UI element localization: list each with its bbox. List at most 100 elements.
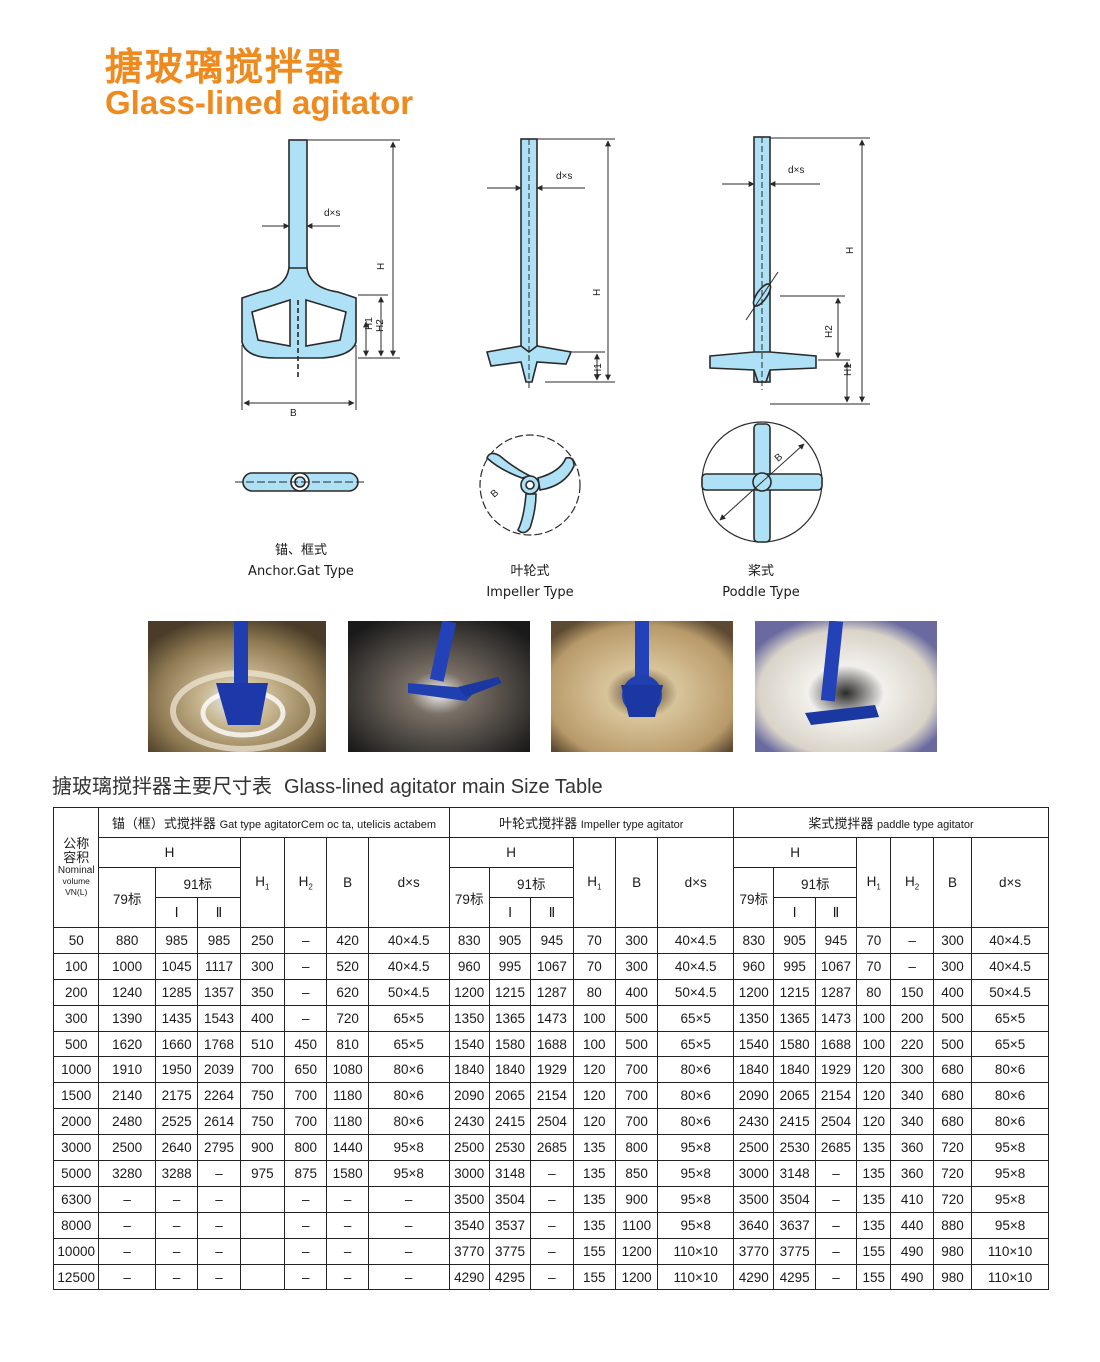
table-cell: –: [284, 1263, 328, 1291]
table-cell: –: [890, 927, 934, 954]
table-cell: 220: [890, 1030, 934, 1058]
table-cell: 340: [890, 1108, 934, 1136]
table-cell: 1840: [448, 1056, 490, 1084]
table-cell: 120: [856, 1108, 892, 1136]
table-cell: 1768: [197, 1030, 241, 1058]
table-cell: 95×8: [971, 1185, 1049, 1213]
table-cell: 1580: [326, 1160, 369, 1187]
table-cell: 410: [890, 1185, 934, 1213]
table-cell: 95×8: [657, 1134, 735, 1162]
table-cell: –: [197, 1237, 241, 1265]
table-cell: 1365: [488, 1004, 532, 1032]
table-cell: [239, 1237, 286, 1265]
table-cell: 3000: [733, 1160, 775, 1187]
table-cell: –: [284, 1004, 328, 1032]
table-cell: 1357: [197, 978, 241, 1006]
anchor-B-label: B: [290, 408, 297, 419]
table-cell: 680: [932, 1082, 973, 1110]
table-cell: 960: [733, 952, 775, 980]
table-cell: 1117: [197, 952, 241, 980]
paddle-I-header: Ⅰ: [773, 897, 816, 928]
table-cell: 2090: [448, 1082, 490, 1110]
paddle-std91-header: 91标: [773, 867, 858, 898]
table-cell: 2500: [733, 1134, 775, 1162]
table-cell: 905: [773, 927, 816, 954]
table-cell: 2065: [488, 1082, 532, 1110]
table-cell: 100: [52, 952, 100, 980]
table-cell: 300: [239, 952, 286, 980]
impeller-dxs-header: d×s: [657, 837, 735, 928]
table-cell: 510: [239, 1030, 286, 1058]
table-cell: 40×4.5: [971, 927, 1049, 954]
table-cell: 95×8: [971, 1160, 1049, 1187]
anchor-group-header: 锚（框）式搅拌器 Gat type agitatorCem oc ta, ute…: [98, 807, 450, 838]
table-cell: 3500: [448, 1185, 490, 1213]
table-cell: 500: [52, 1030, 100, 1058]
table-cell: 3000: [448, 1160, 490, 1187]
table-cell: 4290: [733, 1263, 775, 1291]
table-cell: 2415: [773, 1108, 816, 1136]
table-cell: –: [154, 1263, 199, 1291]
impeller-std79-header: 79标: [448, 867, 490, 928]
table-cell: 95×8: [971, 1134, 1049, 1162]
table-cell: 50: [52, 927, 100, 954]
table-cell: 80×6: [971, 1082, 1049, 1110]
table-cell: 720: [932, 1134, 973, 1162]
table-cell: 3504: [773, 1185, 816, 1213]
table-cell: 65×5: [971, 1030, 1049, 1058]
table-cell: 155: [572, 1237, 616, 1265]
anchor-H-label: H: [376, 263, 387, 270]
paddle-H-header: H: [733, 837, 858, 868]
table-cell: 680: [932, 1056, 973, 1084]
table-cell: 135: [572, 1211, 616, 1239]
table-cell: –: [814, 1160, 858, 1187]
paddle-H1-header: H1: [856, 837, 892, 928]
table-cell: 300: [614, 927, 659, 954]
table-cell: 2504: [814, 1108, 858, 1136]
table-cell: 700: [239, 1056, 286, 1084]
table-cell: –: [154, 1185, 199, 1213]
table-cell: 135: [856, 1185, 892, 1213]
volume-header: 公称 容积 Nominal volume VN(L): [52, 807, 100, 928]
page-title-en: Glass-lined agitator: [105, 84, 414, 121]
table-cell: 3537: [488, 1211, 532, 1239]
table-cell: 200: [52, 978, 100, 1006]
table-cell: 155: [856, 1237, 892, 1265]
table-cell: 110×10: [657, 1263, 735, 1291]
table-cell: 95×8: [367, 1160, 450, 1187]
table-cell: 700: [614, 1108, 659, 1136]
table-cell: 135: [856, 1160, 892, 1187]
table-cell: 80: [856, 978, 892, 1006]
table-cell: 80×6: [367, 1056, 450, 1084]
table-cell: 1067: [530, 952, 574, 980]
table-cell: 875: [284, 1160, 328, 1187]
anchor-caption-en: Anchor.Gat Type: [248, 564, 354, 579]
table-cell: 1440: [326, 1134, 369, 1162]
table-cell: 2530: [773, 1134, 816, 1162]
table-cell: –: [284, 927, 328, 954]
table-cell: 2154: [530, 1082, 574, 1110]
impeller-caption-en: Impeller Type: [486, 585, 574, 600]
impeller-std91-header: 91标: [488, 867, 574, 898]
table-cell: 2039: [197, 1056, 241, 1084]
table-cell: –: [197, 1160, 241, 1187]
table-cell: 1180: [326, 1082, 369, 1110]
table-cell: –: [367, 1237, 450, 1265]
table-cell: 1000: [98, 952, 156, 980]
anchor-dxs-header: d×s: [367, 837, 450, 928]
table-cell: 3288: [154, 1160, 199, 1187]
table-cell: 2500: [98, 1134, 156, 1162]
table-cell: 340: [890, 1082, 934, 1110]
table-cell: 900: [614, 1185, 659, 1213]
table-cell: 400: [932, 978, 973, 1006]
table-cell: 4295: [773, 1263, 816, 1291]
table-cell: –: [98, 1211, 156, 1239]
anchor-H2-header: H2: [284, 837, 328, 928]
table-cell: 720: [932, 1160, 973, 1187]
size-table-title-cn: 搪玻璃搅拌器主要尺寸表: [52, 774, 272, 798]
paddle-H2-label: H2: [824, 325, 835, 338]
table-cell: 400: [239, 1004, 286, 1032]
